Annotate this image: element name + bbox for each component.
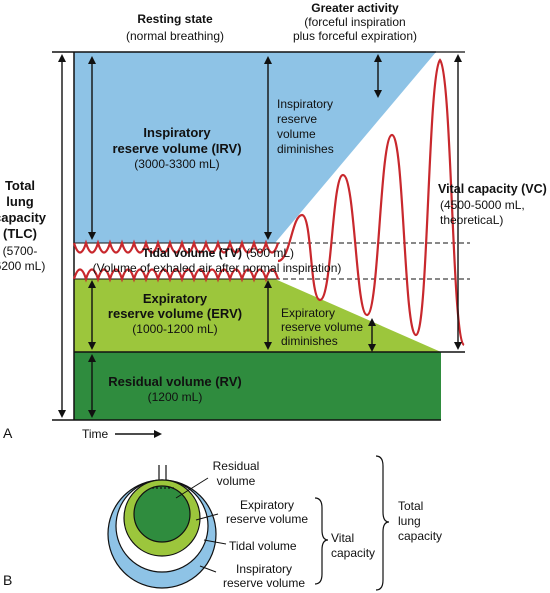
vital-capacity-brace [314,497,329,585]
irv-note-4: diminishes [277,142,334,156]
tlc-label-3: capacity [0,210,47,225]
erv-pointer [195,513,219,521]
panel-b-label: B [3,572,12,588]
erv-note-1: Expiratory [281,306,335,320]
erv-range: (1000-1200 mL) [132,322,217,336]
irv-region [74,52,436,243]
residual-circle [133,485,191,543]
tidal-pointer [203,539,227,545]
vc-value-2: theoreticaL) [440,213,503,227]
total-capacity-brace [375,455,390,591]
irv-label-2: reserve volume (IRV) [112,141,241,156]
tlc-value-2: 6200 mL) [0,259,45,273]
activity-subtitle-1: (forceful inspiration [304,15,405,29]
total-label-2: lung [398,514,421,528]
tidal-breathing-wave [72,58,465,347]
tlc-label-4: (TLC) [3,226,37,241]
irv-note-1: Inspiratory [277,97,333,111]
total-label-3: capacity [398,529,442,543]
erv-b-label-2: reserve volume [226,512,308,526]
resting-title: Resting state [137,12,213,26]
residual-label-2: volume [217,474,256,488]
irv-b-label-1: Inspiratory [236,562,292,576]
erv-region [74,279,441,352]
irv-range: (3000-3300 mL) [134,157,219,171]
irv-note-2: reserve [277,112,317,126]
irv-label-1: Inspiratory [143,125,211,140]
erv-label-2: reserve volume (ERV) [108,306,242,321]
rv-label: Residual volume (RV) [108,374,241,389]
residual-label-1: Residual [213,459,260,473]
vc-label: Vital capacity (VC) [438,182,547,196]
time-label: Time [82,427,109,441]
irv-b-label-2: reserve volume [223,576,305,590]
erv-note-2: reserve volume [281,320,363,334]
tlc-label-2: lung [6,194,33,209]
irv-pointer [199,565,217,573]
erv-b-label-1: Expiratory [240,498,294,512]
tv-note: (Volume of exhaled air after normal insp… [93,261,342,275]
panel-a-label: A [3,425,13,441]
residual-pointer [175,477,209,499]
resting-subtitle: (normal breathing) [126,29,224,43]
tidal-b-label: Tidal volume [229,539,297,553]
vital-label-2: capacity [331,546,375,560]
vc-value-1: (4500-5000 mL, [440,198,525,212]
erv-label-1: Expiratory [143,291,208,306]
irv-note-3: volume [277,127,316,141]
tv-value: (500 mL) [246,246,294,260]
rv-value: (1200 mL) [148,390,203,404]
tlc-value-1: (5700- [3,244,38,258]
vital-label-1: Vital [331,531,354,545]
total-label-1: Total [398,499,423,513]
erv-note-3: diminishes [281,334,338,348]
activity-subtitle-2: plus forceful expiration) [293,29,417,43]
activity-title: Greater activity [311,1,399,15]
rv-region [74,352,441,420]
tlc-label-1: Total [5,178,35,193]
tv-label: Tidal volume (TV) [142,246,242,260]
